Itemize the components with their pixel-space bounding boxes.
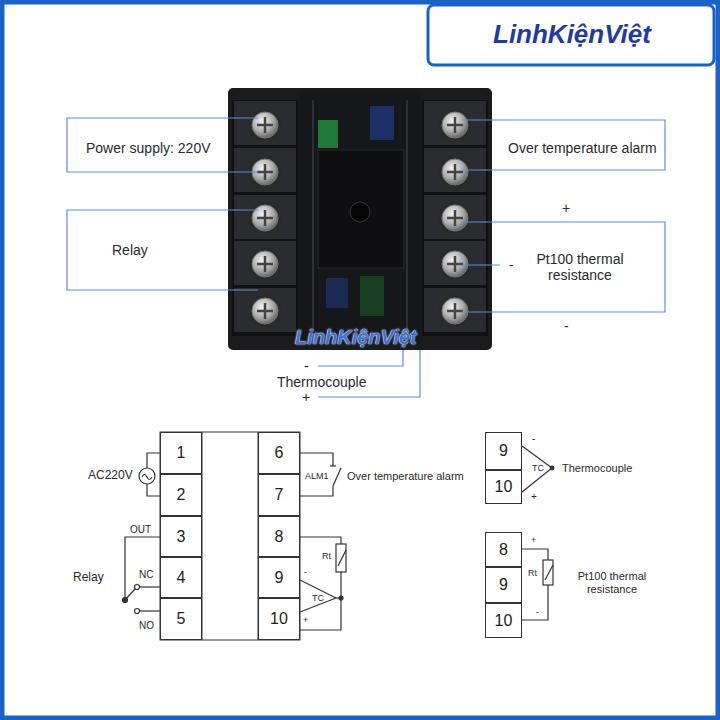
pin-name: NC	[139, 569, 153, 581]
signal-name: OUT	[130, 524, 151, 536]
polarity-sign: -	[304, 358, 309, 374]
alarm-switch-symbol	[300, 453, 341, 496]
logo-box	[428, 5, 714, 65]
polarity-sign: +	[531, 535, 536, 545]
terminal-block	[160, 432, 300, 640]
terminal-number: 5	[177, 610, 186, 628]
terminal-box: 9	[485, 432, 522, 470]
terminal-label: Over temperature alarm	[347, 470, 464, 483]
terminal-box: 1	[160, 432, 202, 474]
component-name: TC	[312, 593, 324, 603]
terminal-number: 6	[275, 444, 284, 462]
terminal-number: 8	[499, 541, 508, 559]
terminal-number: 10	[495, 612, 513, 630]
terminal-box: 8	[258, 516, 300, 557]
thermocouple-symbol	[522, 446, 554, 492]
terminal-number: 9	[275, 569, 284, 587]
polarity-sign: -	[304, 567, 307, 577]
terminal-box: 9	[485, 567, 522, 603]
terminal-number: 2	[177, 486, 186, 504]
polarity-sign: -	[564, 318, 569, 334]
polarity-sign: -	[509, 257, 514, 273]
terminal-label: Relay	[112, 242, 148, 258]
terminal-number: 9	[499, 576, 508, 594]
terminal-box: 10	[485, 470, 522, 504]
component-name: TC	[532, 463, 544, 473]
terminal-box: 2	[160, 474, 202, 516]
pt100-symbol	[522, 549, 553, 620]
terminal-box: 10	[485, 603, 522, 638]
terminal-label: Power supply: 220V	[86, 140, 211, 156]
terminal-number: 10	[270, 610, 288, 628]
relay-switch-symbol	[123, 537, 161, 614]
watermark: LinhKiệnViệt	[295, 326, 416, 349]
terminal-box: 6	[258, 432, 300, 474]
terminal-number: 9	[499, 442, 508, 460]
terminal-label: Relay	[73, 571, 104, 585]
terminal-number: 3	[177, 528, 186, 546]
terminal-box: 10	[258, 598, 300, 640]
terminal-box: 5	[160, 598, 202, 640]
terminal-label: Pt100 thermal resistance	[510, 251, 650, 283]
component-name: Rt	[528, 568, 537, 578]
terminal-box: 3	[160, 516, 202, 557]
terminal-number: 1	[177, 444, 186, 462]
terminal-label: Over temperature alarm	[508, 140, 657, 156]
controller-photo	[228, 88, 492, 350]
polarity-sign: +	[303, 615, 308, 625]
terminal-number: 10	[495, 478, 513, 496]
logo-text: LinhKiệnViệt	[493, 20, 651, 50]
polarity-sign: +	[531, 491, 537, 503]
signal-name: AC220V	[88, 469, 133, 483]
terminal-number: 4	[177, 569, 186, 587]
terminal-label: Pt100 thermal resistance	[556, 570, 668, 595]
signal-name: ALM1	[305, 471, 329, 481]
terminal-box: 9	[258, 557, 300, 598]
terminal-box: 4	[160, 557, 202, 598]
polarity-sign: -	[536, 607, 539, 617]
ac-source-symbol	[139, 453, 160, 496]
polarity-sign: +	[562, 200, 570, 216]
polarity-sign: +	[302, 389, 310, 405]
leader-lines	[67, 118, 665, 397]
terminal-number: 7	[275, 486, 284, 504]
polarity-sign: -	[532, 433, 535, 445]
component-name: Rt	[322, 551, 331, 561]
pin-name: NO	[139, 620, 154, 632]
sensor-wiring	[300, 537, 346, 630]
terminal-number: 8	[275, 528, 284, 546]
terminal-label: Thermocouple	[562, 462, 632, 475]
terminal-box: 7	[258, 474, 300, 516]
terminal-label: Thermocouple	[277, 374, 367, 390]
terminal-box: 8	[485, 532, 522, 567]
